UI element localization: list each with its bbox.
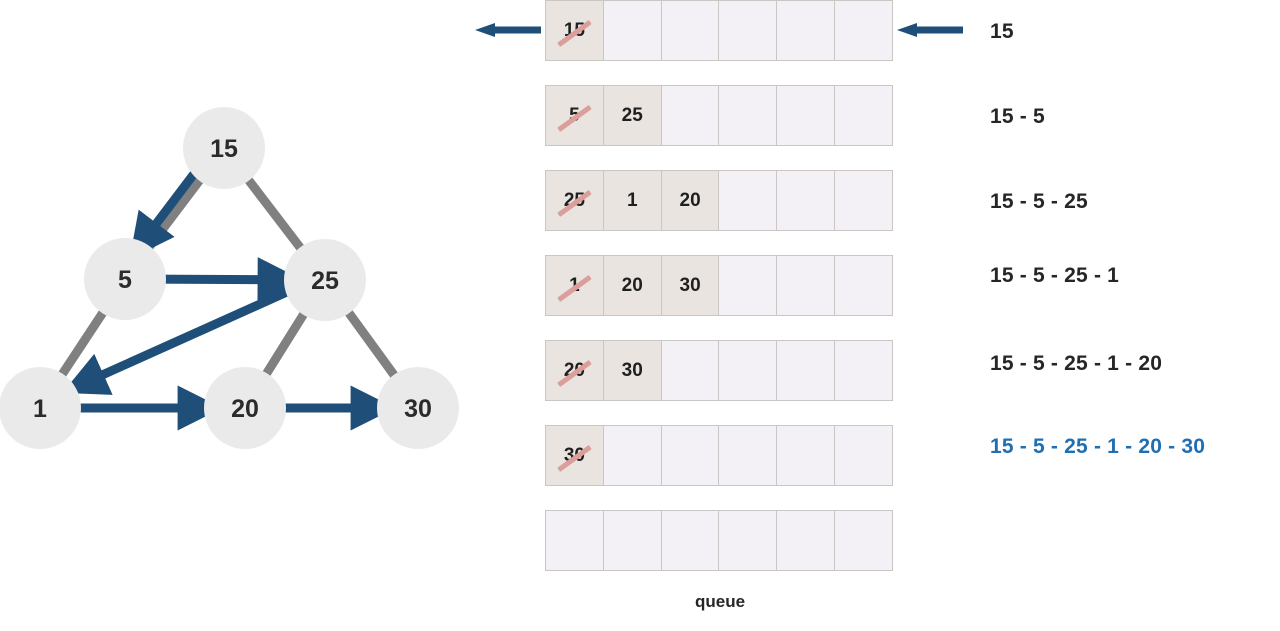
queue-cell: [777, 256, 836, 315]
queue-cell: 30: [661, 256, 720, 315]
queue-cell: [777, 86, 836, 145]
tree-edge-25-20: [256, 302, 314, 386]
queue-cell: [661, 86, 720, 145]
queue-cell-value: 30: [679, 274, 701, 296]
queue-cell: [603, 511, 662, 570]
queue-row: [545, 510, 893, 571]
queue-cell: [835, 341, 892, 400]
queue-cell: 20: [603, 256, 662, 315]
node-label-1: 1: [33, 395, 47, 423]
queue-cell: 30: [546, 426, 604, 485]
tree-edge-15-25: [238, 168, 311, 260]
queue-cell: [661, 341, 720, 400]
queue-cell: [777, 511, 836, 570]
graph-node-5[interactable]: 5: [84, 238, 166, 320]
queue-panel: 155252512012030203030: [475, 0, 963, 595]
queue-cell: [719, 426, 778, 485]
traversal-arrow-layer: [62, 164, 396, 431]
queue-cell: [603, 426, 662, 485]
node-circle-25: [284, 239, 366, 321]
queue-cell: 15: [546, 1, 604, 60]
queue-cell: [835, 426, 892, 485]
queue-cell: 20: [546, 341, 604, 400]
node-circle-15: [183, 107, 265, 189]
queue-row: 30: [545, 425, 893, 486]
traversal-arrow-15-to-5: [129, 164, 203, 260]
queue-cell: [777, 426, 836, 485]
node-label-30: 30: [404, 395, 432, 423]
tree-edge-25-30: [338, 300, 405, 388]
queue-cell: [546, 511, 604, 570]
queue-row: 1 20 30: [545, 255, 893, 316]
queue-cell: [661, 426, 720, 485]
queue-cell: [835, 171, 892, 230]
queue-cell: 5: [546, 86, 604, 145]
queue-cell: 1: [546, 256, 604, 315]
queue-cell: [719, 511, 778, 570]
graph-node-20[interactable]: 20: [204, 367, 286, 449]
queue-cell: [777, 1, 836, 60]
queue-cell-value: 20: [621, 274, 643, 296]
queue-cell: [719, 171, 778, 230]
node-circle-30: [377, 367, 459, 449]
traversal-sequence-label: 15 - 5 - 25 - 1 - 20 - 30: [990, 435, 1206, 458]
queue-cell: [661, 1, 720, 60]
queue-cell: [719, 256, 778, 315]
traversal-arrow-5-to-25: [151, 257, 303, 303]
graph-panel: 15 5 25 1 20 30: [0, 0, 470, 470]
tree-edge-15-5: [138, 168, 211, 259]
queue-cell: 30: [603, 341, 662, 400]
graph-node-25[interactable]: 25: [284, 239, 366, 321]
node-layer: 15 5 25 1 20 30: [0, 107, 459, 449]
node-circle-1: [0, 367, 81, 449]
queue-cell: [719, 1, 778, 60]
graph-node-15[interactable]: 15: [183, 107, 265, 189]
queue-cell: [777, 341, 836, 400]
queue-cell-value: 20: [679, 189, 701, 211]
traversal-sequence-label: 15 - 5 - 25 - 1 - 20: [990, 352, 1163, 375]
queue-cell: [835, 86, 892, 145]
node-label-5: 5: [118, 266, 132, 294]
traversal-arrow-25-to-1: [62, 280, 305, 395]
enqueue-arrow-icon: [897, 23, 963, 37]
traversal-sequence-label: 15 - 5 - 25: [990, 190, 1088, 213]
queue-cell: [777, 171, 836, 230]
dequeue-arrow-icon: [475, 23, 541, 37]
queue-cell: [835, 511, 892, 570]
node-circle-20: [204, 367, 286, 449]
traversal-sequence-label: 15 - 5 - 25 - 1: [990, 264, 1120, 287]
node-label-15: 15: [210, 135, 238, 163]
queue-row: 5 25: [545, 85, 893, 146]
queue-cell-value: 25: [621, 104, 643, 126]
queue-cell: 25: [546, 171, 604, 230]
queue-cell: 20: [661, 171, 720, 230]
queue-cell-value: 1: [626, 189, 638, 211]
queue-cell-value: 30: [621, 359, 643, 381]
node-label-20: 20: [231, 395, 259, 423]
graph-node-30[interactable]: 30: [377, 367, 459, 449]
queue-cell: 25: [603, 86, 662, 145]
node-circle-5: [84, 238, 166, 320]
queue-cell: [835, 1, 892, 60]
graph-node-1[interactable]: 1: [0, 367, 81, 449]
traversal-sequence-label: 15 - 5: [990, 105, 1045, 128]
queue-row: 15: [545, 0, 893, 61]
queue-caption: queue: [694, 592, 746, 611]
queue-cell: [661, 511, 720, 570]
queue-cell: 1: [603, 171, 662, 230]
node-label-25: 25: [311, 267, 339, 295]
queue-cell: [719, 86, 778, 145]
queue-cell: [603, 1, 662, 60]
queue-cell: [835, 256, 892, 315]
queue-cell: [719, 341, 778, 400]
graph-canvas: 15 5 25 1 20 30: [0, 107, 459, 449]
traversal-sequence-label: 15: [990, 20, 1014, 43]
queue-row: 25 1 20: [545, 170, 893, 231]
